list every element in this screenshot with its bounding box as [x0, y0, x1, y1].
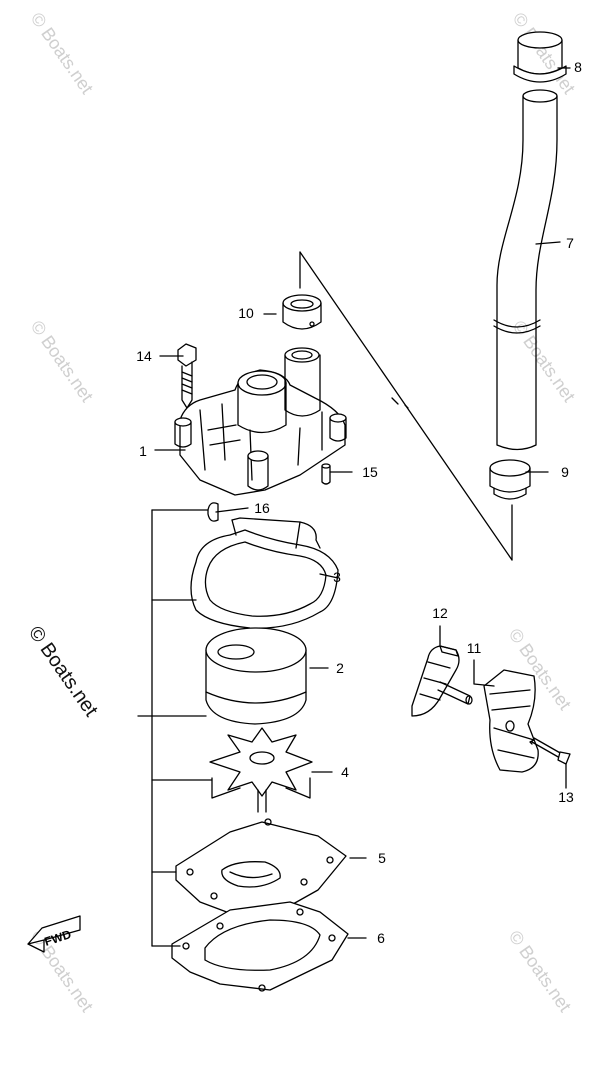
part-2-cup: [205, 627, 307, 725]
watermark-faint-mid-left: © Boats.net: [27, 317, 97, 406]
fwd-arrow-icon: [27, 915, 81, 953]
callout-3: 3: [333, 569, 341, 585]
callout-labels: 8 7 10 14 1 15 9 16 3 12 11 2 4 13 5 6: [136, 59, 582, 946]
watermark-faint-top-right: © Boats.net: [509, 9, 579, 98]
callout-15: 15: [362, 464, 378, 480]
part-1-pump-housing: [174, 347, 347, 496]
part-16-key: [207, 502, 219, 522]
part-14-bolt: [177, 343, 197, 409]
callout-14: 14: [136, 348, 152, 364]
separator-line: [299, 251, 513, 561]
part-12-holder: [411, 645, 473, 717]
callout-2: 2: [336, 660, 344, 676]
callout-10: 10: [238, 305, 254, 321]
part-5-plate: [175, 818, 347, 919]
part-15-pin: [321, 463, 331, 485]
part-11-holder: [483, 669, 539, 773]
part-3-liner: [190, 517, 339, 629]
part-4-impeller: [209, 727, 313, 813]
part-6-gasket: [171, 901, 349, 992]
callout-4: 4: [341, 764, 349, 780]
callout-13: 13: [558, 789, 574, 805]
watermark-faint-mid-right: © Boats.net: [509, 317, 579, 406]
callout-12: 12: [432, 605, 448, 621]
part-7-tube: [493, 89, 558, 451]
part-9-grommet: [489, 459, 531, 500]
part-10-bushing: [282, 294, 322, 330]
callout-6: 6: [377, 930, 385, 946]
callout-7: 7: [566, 235, 574, 251]
watermark-main: © Boats.net: [24, 622, 102, 721]
callout-8: 8: [574, 59, 582, 75]
callout-11: 11: [467, 640, 482, 656]
callout-5: 5: [378, 850, 386, 866]
callout-16: 16: [254, 500, 270, 516]
watermark-faint-bottom-right: © Boats.net: [505, 927, 575, 1016]
callout-1: 1: [139, 443, 147, 459]
leader-lines: [137, 67, 571, 947]
callout-9: 9: [561, 464, 569, 480]
watermark-faint-top-left: © Boats.net: [27, 9, 97, 98]
